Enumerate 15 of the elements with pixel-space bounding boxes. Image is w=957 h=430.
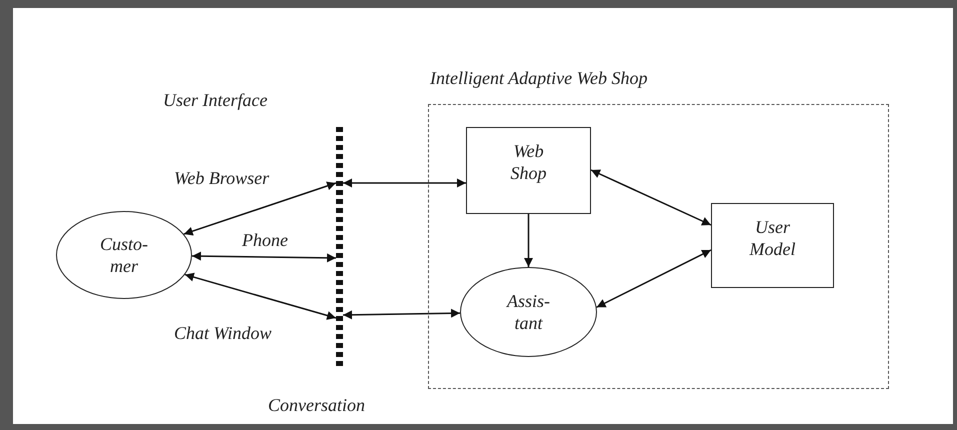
node-label: User Model — [748, 216, 796, 260]
arrow — [590, 169, 712, 226]
node-label: Web Shop — [510, 140, 548, 184]
node-label: Assis- tant — [505, 290, 551, 334]
arrow — [524, 214, 533, 267]
arrow — [192, 252, 336, 262]
group-title: Intelligent Adaptive Web Shop — [430, 68, 648, 89]
process-box — [711, 203, 834, 288]
arrow — [342, 308, 460, 320]
process-box — [466, 127, 591, 214]
node-label: Custo- mer — [98, 233, 149, 277]
arrow — [184, 182, 336, 236]
arrow — [596, 249, 712, 308]
arrow — [184, 272, 336, 320]
arrow — [343, 178, 466, 188]
